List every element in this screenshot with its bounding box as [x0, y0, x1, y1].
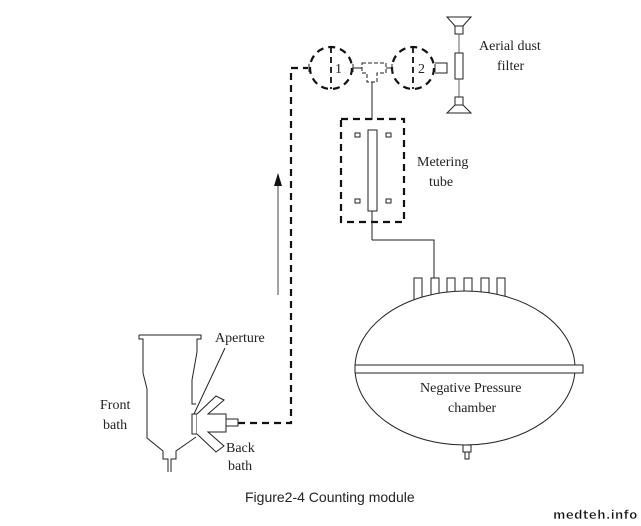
valve-1-label: 1 — [335, 62, 342, 77]
chamber-label-1: Negative Pressure — [420, 381, 521, 396]
back-bath — [196, 395, 239, 453]
negative-pressure-chamber — [354, 277, 584, 460]
watermark: medteh.info — [553, 508, 638, 522]
front-bath-label-1: Front — [100, 398, 130, 413]
t-junction — [353, 62, 392, 120]
valve-2-label: 2 — [418, 62, 425, 77]
front-bath-label-2: bath — [103, 418, 127, 433]
valve-2: 2 — [390, 45, 448, 91]
flow-direction-arrow — [274, 173, 282, 295]
figure-caption: Figure2-4 Counting module — [245, 489, 415, 505]
chamber-label-2: chamber — [448, 401, 497, 416]
front-bath — [138, 334, 202, 472]
metering-tube-label-1: Metering — [417, 155, 468, 170]
back-bath-label-1: Back — [226, 441, 255, 456]
metering-tube-label-2: tube — [429, 175, 453, 190]
aperture-label: Aperture — [215, 331, 265, 346]
aerial-dust-filter — [445, 16, 473, 114]
metering-tube — [339, 117, 435, 278]
aerial-dust-filter-label-2: filter — [497, 59, 525, 74]
fluid-path-dashed — [238, 66, 308, 425]
back-bath-label-2: bath — [228, 459, 252, 474]
valve-1: 1 — [308, 45, 354, 91]
aerial-dust-filter-label-1: Aerial dust — [479, 39, 541, 54]
